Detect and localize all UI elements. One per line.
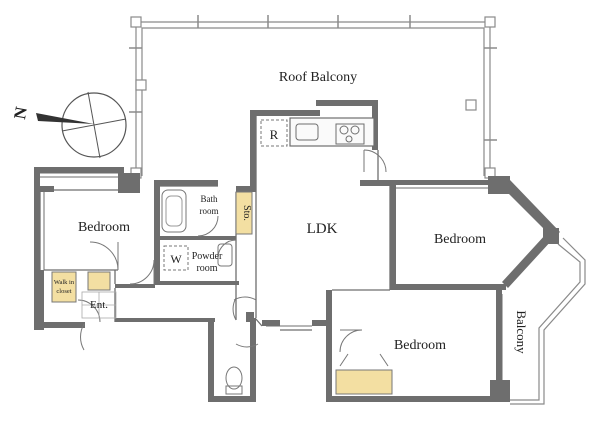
compass-needle-icon bbox=[36, 113, 94, 124]
washer-label: W bbox=[170, 252, 182, 266]
entrance-floor bbox=[81, 291, 117, 319]
toilet-icon bbox=[225, 366, 243, 390]
stove-burner-icon bbox=[339, 125, 349, 135]
wall-west-bedroom-top bbox=[34, 167, 124, 173]
walk-in-closet-area bbox=[51, 271, 77, 303]
storage-area bbox=[235, 191, 253, 235]
roof-balcony-label: Roof Balcony bbox=[279, 70, 357, 85]
bathtub-icon bbox=[161, 189, 187, 233]
walk-in-closet-label-line1: Walk in bbox=[54, 279, 75, 286]
washbasin-icon bbox=[217, 243, 233, 267]
kitchen-counter bbox=[289, 117, 375, 147]
east-balcony-railing bbox=[510, 237, 586, 405]
bedroom-west-label: Bedroom bbox=[78, 220, 130, 235]
roof-balcony-railing bbox=[130, 16, 496, 179]
shoe-cabinet bbox=[87, 271, 111, 291]
bath-label-line2: room bbox=[200, 206, 219, 216]
windows bbox=[39, 103, 503, 380]
compass-ring bbox=[61, 92, 127, 158]
bedroom-south-label: Bedroom bbox=[394, 338, 446, 353]
compass: N bbox=[10, 91, 127, 159]
compass-north-letter: N bbox=[10, 105, 31, 121]
refrigerator-space bbox=[260, 119, 288, 147]
refrigerator-label: R bbox=[270, 127, 279, 142]
powder-room-label-line2: room bbox=[196, 263, 217, 274]
wall-west-bedroom-left bbox=[34, 167, 40, 330]
sink-icon bbox=[295, 123, 319, 141]
door-swings bbox=[77, 149, 387, 353]
exterior-walls bbox=[34, 100, 560, 402]
walk-in-closet-label-line2: closet bbox=[56, 288, 71, 295]
entrance-label: Ent. bbox=[90, 299, 108, 311]
railing-posts bbox=[129, 15, 497, 141]
railing-inner bbox=[141, 27, 485, 176]
ldk-label: LDK bbox=[307, 221, 338, 237]
bath-label-line1: Bath bbox=[201, 194, 218, 204]
balcony-label: Balcony bbox=[514, 310, 529, 354]
railing-outer bbox=[135, 21, 491, 176]
washer-space bbox=[163, 245, 189, 271]
storage-label: Sto. bbox=[241, 205, 252, 221]
compass-cross-axis bbox=[87, 91, 101, 159]
bedroom-east-label: Bedroom bbox=[434, 232, 486, 247]
powder-room-label-line1: Powder bbox=[192, 251, 223, 262]
south-bedroom-closet bbox=[335, 369, 393, 395]
